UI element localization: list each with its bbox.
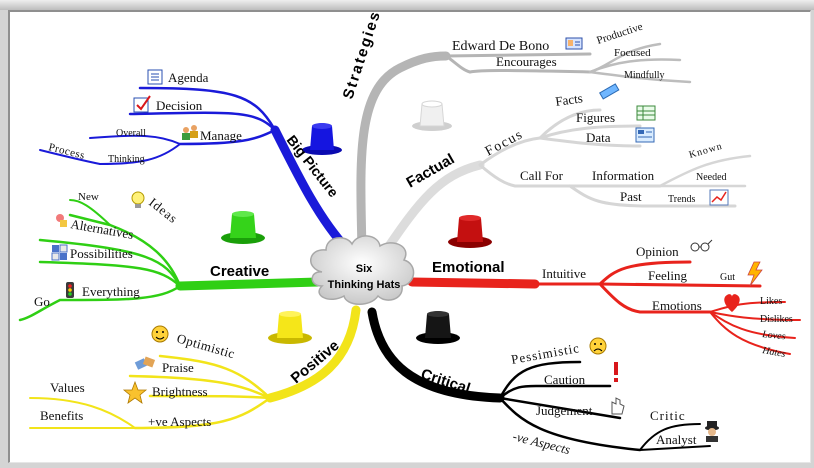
topic-call-for: Call For <box>520 168 564 183</box>
green-hat-icon <box>221 211 265 244</box>
branch-positive <box>29 305 361 430</box>
topic-needed: Needed <box>696 172 727 183</box>
center-line1: Six <box>356 263 373 275</box>
table-icon <box>636 105 656 121</box>
blue-hat-icon <box>302 123 342 155</box>
smiley-icon <box>151 325 169 343</box>
topic-edward-de-bono: Edward De Bono <box>452 39 549 54</box>
topic-data: Data <box>586 130 611 145</box>
branch-label-factual: Factual <box>404 150 458 191</box>
branch-factual <box>380 108 752 257</box>
heart-icon <box>724 294 740 312</box>
topic-emotions: Emotions <box>652 298 702 313</box>
topic-benefits: Benefits <box>40 408 83 423</box>
lightning-icon <box>747 261 763 287</box>
spy-icon <box>705 421 719 442</box>
topic-judgement: Judgement <box>536 403 593 418</box>
topic-known: Known <box>688 141 724 161</box>
lightbulb-icon <box>131 191 145 208</box>
topic-critic: Critic <box>650 408 686 423</box>
hand-icon <box>611 397 625 415</box>
topic-decision: Decision <box>156 98 203 113</box>
red-hat-icon <box>448 215 492 248</box>
shapes-icon <box>56 214 67 227</box>
topic-pve-aspects: +ve Aspects <box>148 414 211 429</box>
pencil-icon <box>599 83 620 100</box>
topic-analyst: Analyst <box>656 432 697 447</box>
topic-gut: Gut <box>720 272 735 283</box>
topic-overall: Overall <box>116 128 146 139</box>
list-icon <box>147 69 163 85</box>
traffic-light-icon <box>66 282 74 298</box>
topic-encourages: Encourages <box>496 54 557 69</box>
topic-hates: Hates <box>760 345 786 360</box>
yellow-hat-icon <box>268 311 312 344</box>
black-hat-icon <box>416 311 460 344</box>
topic-facts: Facts <box>554 90 583 109</box>
check-icon <box>133 95 151 113</box>
glasses-icon <box>690 239 713 252</box>
topic-focus: Focus <box>483 127 526 159</box>
topic-loves: Loves <box>761 329 786 342</box>
top-bevel <box>0 0 814 10</box>
people-icon <box>182 125 198 140</box>
topic-feeling: Feeling <box>648 268 687 283</box>
white-hat-icon <box>412 100 452 131</box>
topic-opinion: Opinion <box>636 244 679 259</box>
branch-strategies <box>356 42 692 255</box>
exclamation-icon <box>614 362 618 382</box>
star-icon <box>122 380 148 404</box>
branch-label-creative: Creative <box>210 263 269 280</box>
topic-ideas: Ideas <box>146 195 181 227</box>
topic-alternatives: Alternatives <box>69 216 134 242</box>
mindmap-canvas <box>8 10 811 463</box>
topic-everything: Everything <box>82 284 140 299</box>
topic-new: New <box>78 191 99 203</box>
sad-face-icon <box>589 337 607 355</box>
topic-information: Information <box>592 168 655 183</box>
topic-focused: Focused <box>614 47 651 59</box>
topic-brightness: Brightness <box>152 384 208 399</box>
branch-creative <box>18 199 323 322</box>
branch-emotional <box>407 260 801 355</box>
center-line2: Thinking Hats <box>328 279 401 291</box>
id-card-icon <box>565 37 583 50</box>
topic-agenda: Agenda <box>168 70 209 85</box>
topic-mindfully: Mindfully <box>624 70 665 81</box>
topic-process: Process <box>47 141 86 162</box>
branch-label-emotional: Emotional <box>432 259 505 276</box>
topic-intuitive: Intuitive <box>542 266 586 281</box>
topic-praise: Praise <box>162 360 194 375</box>
chart-icon <box>709 189 729 206</box>
topic-trends: Trends <box>668 194 696 205</box>
topic-manage: Manage <box>200 128 242 143</box>
topic-ve-aspects: -ve Aspects <box>511 428 571 457</box>
topic-go: Go <box>34 294 50 309</box>
topic-values: Values <box>50 380 85 395</box>
topic-possibilities: Possibilities <box>70 246 133 261</box>
handshake-icon <box>134 356 156 370</box>
branch-critical <box>367 307 711 452</box>
topic-likes: Likes <box>760 296 782 307</box>
topic-past: Past <box>620 189 642 204</box>
grid-icon <box>51 244 68 261</box>
topic-thinking: Thinking <box>108 154 145 165</box>
topic-dislikes: Dislikes <box>760 314 793 325</box>
topic-productive: Productive <box>595 21 644 47</box>
topic-figures: Figures <box>576 110 615 125</box>
topic-optimistic: Optimistic <box>175 330 237 361</box>
topic-caution: Caution <box>544 372 586 387</box>
grid-icon <box>635 127 655 143</box>
central-topic[interactable]: Six Thinking Hats <box>310 235 415 305</box>
